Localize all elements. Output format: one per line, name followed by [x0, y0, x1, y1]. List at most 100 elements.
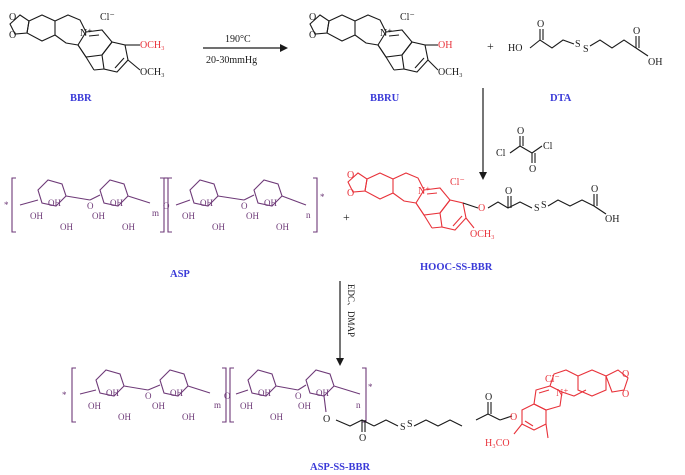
asp-ss-ester-o-right: O — [510, 412, 517, 423]
dta-o-right: O — [633, 26, 640, 37]
hooc-n-plus: N⁺ — [418, 186, 431, 197]
asp-ss-ester-o-left: O — [323, 414, 330, 425]
asp-ss-carbonyl-o-right: O — [485, 392, 492, 403]
asp-ss-oh-3: OH — [118, 412, 131, 422]
bbr-o-top: O — [9, 12, 16, 23]
asp-ss-o-link-1: O — [145, 391, 152, 401]
asp-ss-oh-4: OH — [170, 388, 183, 398]
asp-n: n — [306, 210, 311, 220]
bbr-n-plus: N⁺ — [80, 28, 93, 39]
oxalyl-o-bottom: O — [529, 164, 536, 175]
asp-o-link-1: O — [87, 201, 94, 211]
hooc-carbonyl-o: O — [505, 186, 512, 197]
hooc-ester-o: O — [478, 203, 485, 214]
bbr-chloride: Cl⁻ — [100, 12, 115, 23]
coupling-arrow-head — [336, 358, 344, 366]
bbr-och3: OCH₃ — [140, 67, 165, 78]
temperature-condition: 190°C — [225, 34, 251, 45]
asp-ss-bbr-labels: * OH OH OH O OH OH OH m O OH OH OH O OH … — [62, 369, 629, 473]
oxalyl-chloride-structure — [509, 136, 543, 163]
plus-sign-asp: + — [343, 210, 350, 224]
dta-structure — [529, 29, 649, 57]
bbru-o-bottom: O — [309, 30, 316, 41]
asp-ss-oh-7: OH — [258, 388, 271, 398]
asp-ss-oh-8: OH — [240, 401, 253, 411]
oxalyl-cl-left: Cl — [496, 148, 506, 159]
asp-star-left: * — [4, 200, 9, 210]
asp-star-right: * — [320, 192, 325, 202]
pressure-condition: 20-30mmHg — [206, 55, 257, 66]
asp-ss-bbr-polymer — [71, 367, 367, 423]
oxalyl-o-top: O — [517, 126, 524, 137]
plus-sign-dta: + — [487, 39, 494, 53]
bbr-o-bottom: O — [9, 30, 16, 41]
asp-ss-oh-11: OH — [298, 401, 311, 411]
asp-o-link-3: O — [241, 201, 248, 211]
asp-ss-oh-2: OH — [88, 401, 101, 411]
asp-oh-8: OH — [182, 211, 195, 221]
dta-label: DTA — [550, 93, 572, 104]
asp-ss-star-right: * — [368, 382, 373, 392]
asp-oh-5: OH — [92, 211, 105, 221]
asp-structure — [11, 177, 318, 233]
asp-oh-2: OH — [30, 211, 43, 221]
asp-oh-9: OH — [212, 222, 225, 232]
asp-oh-12: OH — [276, 222, 289, 232]
asp-ss-n: n — [356, 400, 361, 410]
dta-s1: S — [575, 39, 581, 50]
dta-o-left: O — [537, 19, 544, 30]
acylation-arrow-head — [479, 172, 487, 180]
hooc-ss-linker — [462, 194, 607, 215]
dta-oh: OH — [648, 57, 662, 68]
asp-oh-11: OH — [246, 211, 259, 221]
asp-ss-oh-6: OH — [182, 412, 195, 422]
asp-ss-h3co: H₃CO — [485, 438, 510, 449]
asp-ss-bbr-linker — [335, 402, 513, 432]
asp-ss-star-left: * — [62, 390, 67, 400]
bbru-chloride: Cl⁻ — [400, 12, 415, 23]
hooc-ss-bbr-label: HOOC-SS-BBR — [420, 262, 493, 273]
asp-ss-oh-1: OH — [106, 388, 119, 398]
bbr-och3-red: OCH₃ — [140, 40, 165, 51]
hooc-acid-oh: OH — [605, 214, 619, 225]
hooc-ss-bbr-structure — [347, 172, 475, 231]
asp-label: ASP — [170, 269, 190, 280]
asp-oh-10: OH — [264, 198, 277, 208]
oxalyl-cl-right: Cl — [543, 141, 553, 152]
hooc-s1: S — [534, 203, 540, 214]
hooc-o-top: O — [347, 170, 354, 181]
asp-oh-3: OH — [60, 222, 73, 232]
hooc-chloride: Cl⁻ — [450, 177, 465, 188]
heating-arrow-head — [280, 44, 288, 52]
asp-ss-n-plus: N⁺ — [556, 388, 569, 399]
hooc-o-bottom: O — [347, 188, 354, 199]
bbru-label: BBRU — [370, 93, 400, 104]
asp-ss-carbonyl-o-left: O — [359, 433, 366, 444]
asp-ss-chloride: Cl⁻ — [545, 374, 560, 385]
asp-oh-6: OH — [122, 222, 135, 232]
bbr-structure — [9, 14, 141, 73]
bbr-labels: O O N⁺ Cl⁻ OCH₃ OCH₃ BBR — [9, 12, 165, 104]
asp-ss-bbr-berberine — [513, 369, 629, 439]
bbru-structure — [309, 14, 439, 73]
dta-ho: HO — [508, 43, 522, 54]
bbru-o-top: O — [309, 12, 316, 23]
bbru-n-plus: N⁺ — [380, 28, 393, 39]
bbr-label: BBR — [70, 93, 92, 104]
asp-ss-m: m — [214, 400, 221, 410]
hooc-ss-bbr-labels: O O N⁺ Cl⁻ O OCH₃ O S S O OH HOOC-SS-BBR — [347, 170, 619, 273]
hooc-och3: OCH₃ — [470, 229, 495, 240]
bbru-labels: O O N⁺ Cl⁻ OH OCH₃ BBRU — [309, 12, 463, 104]
asp-ss-oh-5: OH — [152, 401, 165, 411]
asp-oh-4: OH — [110, 198, 123, 208]
asp-oh-7: OH — [200, 198, 213, 208]
hooc-s2: S — [541, 200, 547, 211]
coupling-condition: EDC、DMAP — [346, 284, 356, 337]
asp-ss-oh-10: OH — [316, 388, 329, 398]
dta-s2: S — [583, 44, 589, 55]
asp-ss-o-ring-top: O — [622, 369, 629, 380]
asp-m: m — [152, 208, 159, 218]
asp-ss-oh-9: OH — [270, 412, 283, 422]
hooc-acid-o: O — [591, 184, 598, 195]
